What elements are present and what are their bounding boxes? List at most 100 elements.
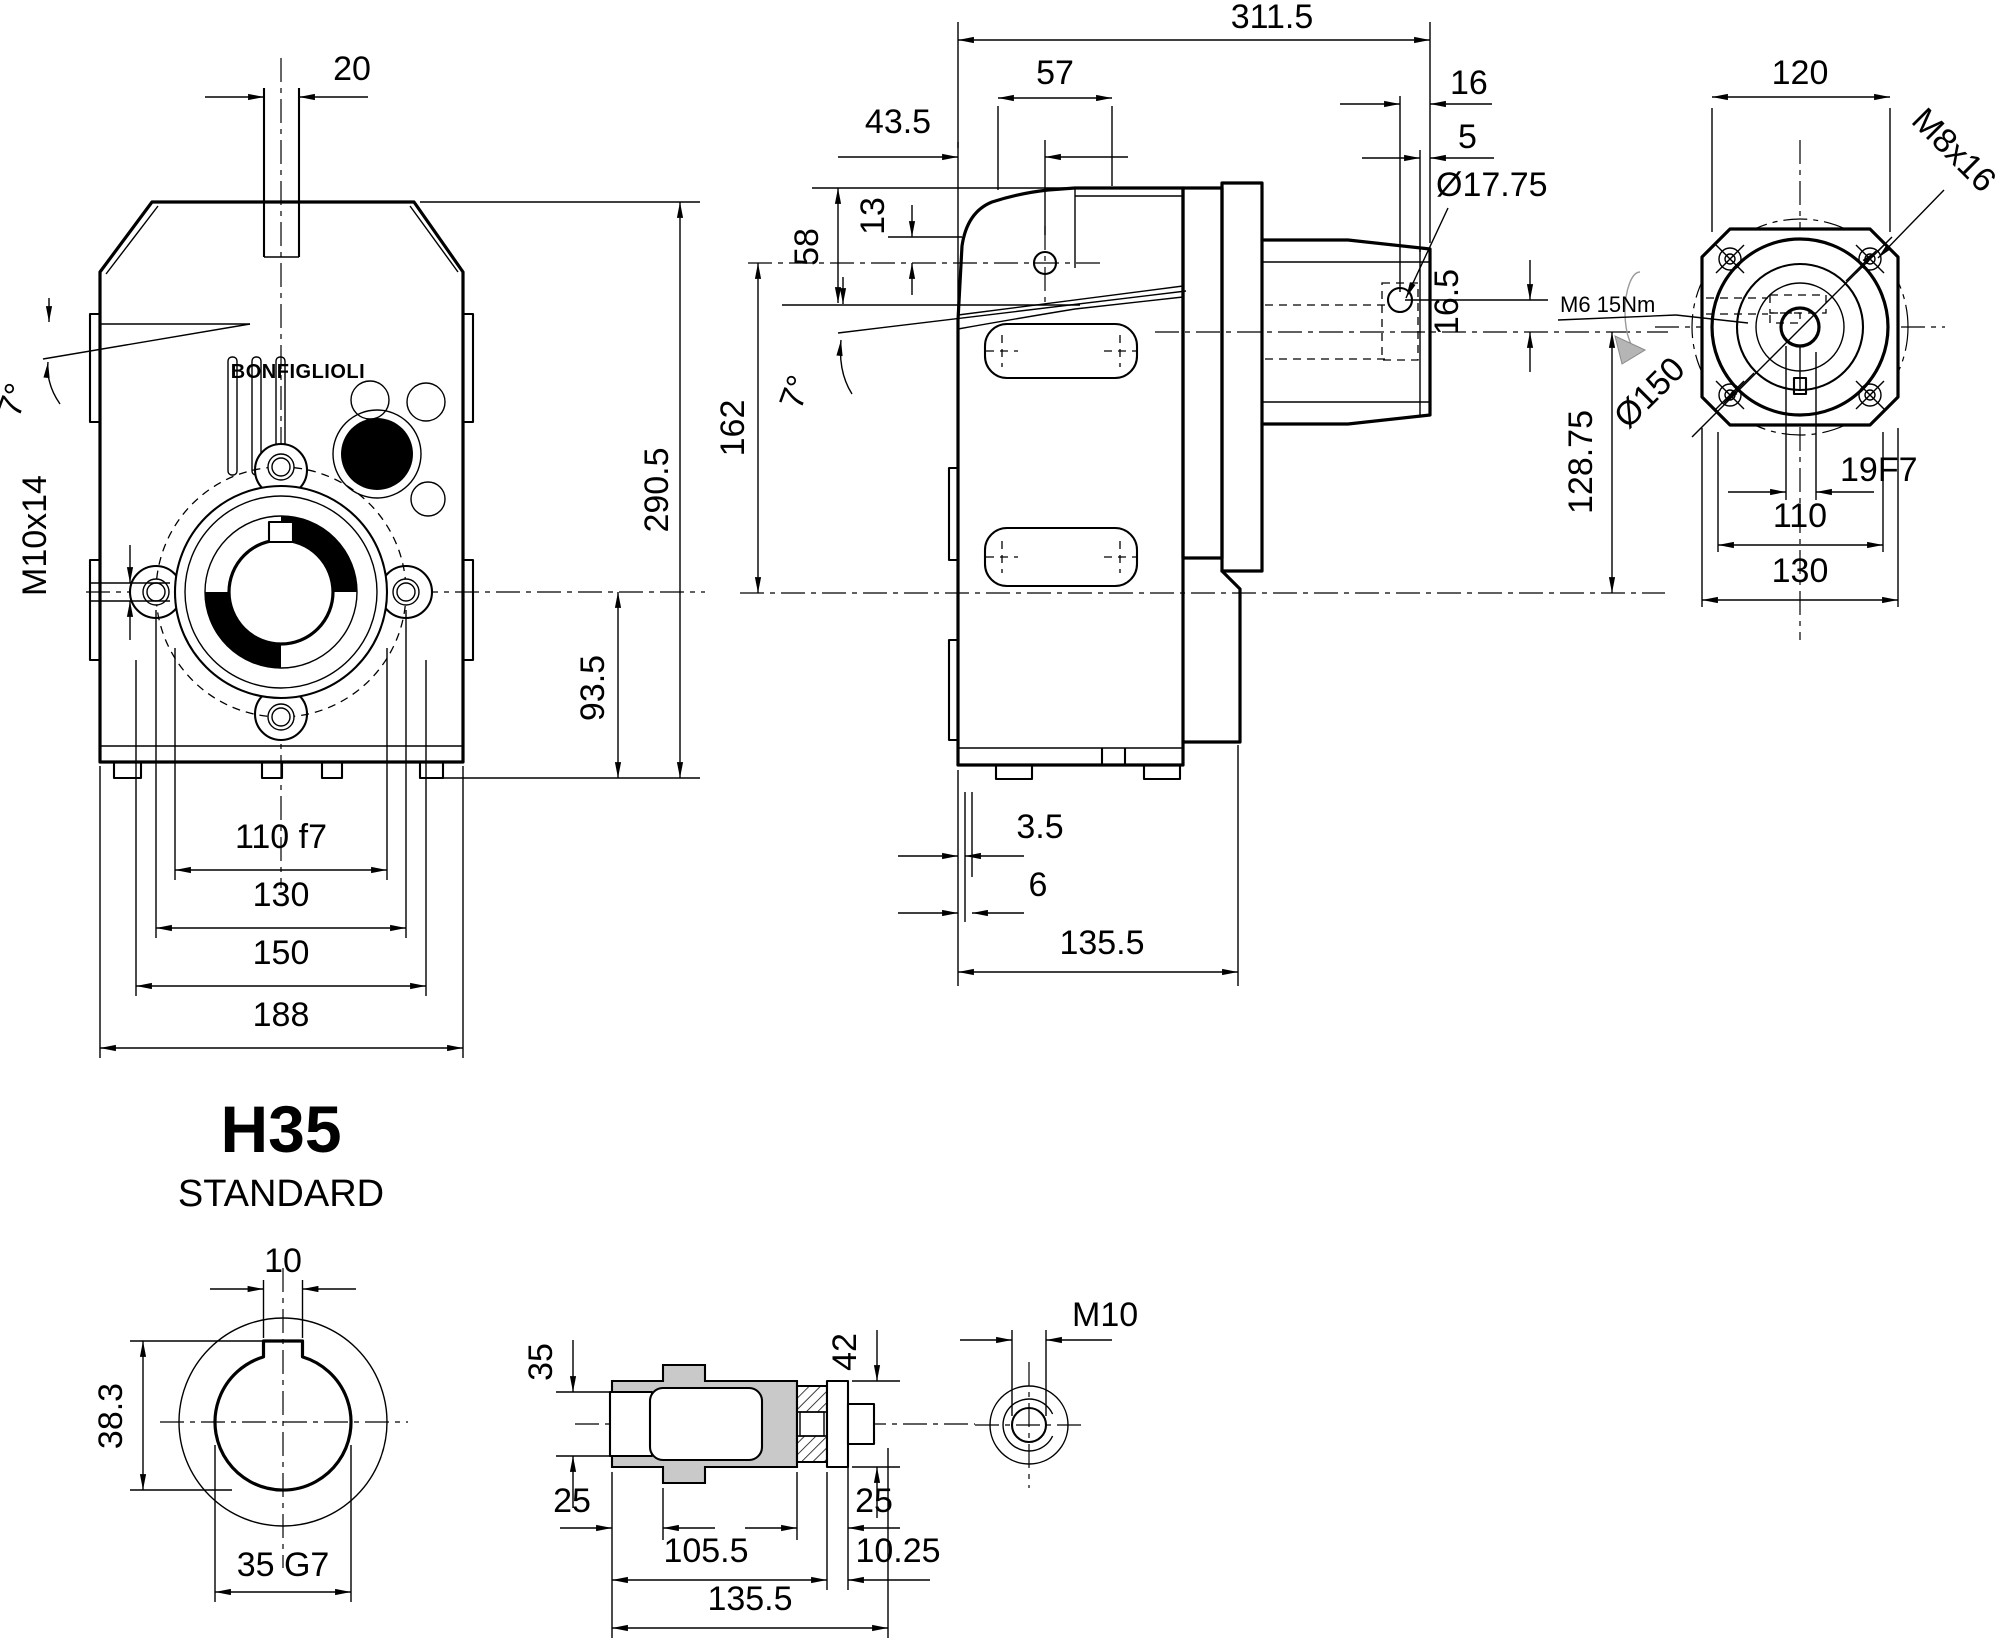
leader-line [1877,189,1945,259]
front-left-tab-upper [88,312,102,424]
flange-bolt-holes [142,453,420,731]
angle-slope-line [42,323,251,360]
leader-underline [1557,314,1677,321]
flange-circle-outer [1710,237,1890,417]
dia-arrow [1723,372,1755,404]
dim-bushing-135-5: 135.5 [707,1580,792,1618]
shaft-section-view: 10 38.3 35 G7 [92,1242,408,1602]
bolt-head [846,1402,876,1446]
front-chamfer-inner-left [105,205,159,275]
dim-side-135-5: 135.5 [1059,924,1144,962]
dim-front-spigot: 110 f7 [235,818,327,856]
dim-flange-keyway: 19F7 [1840,451,1918,489]
leader-line [1405,207,1449,299]
dim-front-angle: 7° [0,378,37,422]
dim-side-3-5: 3.5 [1016,808,1063,846]
dim-bushing-25-right: 25 [855,1482,893,1520]
shaft-quadrant-sw [205,592,281,668]
bushing-bore-step [608,1390,654,1458]
dim-front-bolt-circle: 130 [253,876,310,914]
boss-center-marks [986,335,1136,573]
bolt-shank [799,1411,825,1437]
dim-section-keyway-width: 10 [264,1242,302,1280]
dim-section-bore: 35 G7 [237,1546,330,1584]
dim-side-5: 5 [1458,118,1477,156]
dim-front-bolt-spec: M10x14 [16,475,54,596]
dim-side-16-5: 16.5 [1428,269,1466,335]
dim-side-overall-length: 311.5 [1231,0,1314,36]
dim-plug-thread: M10 [1072,1296,1138,1334]
front-foot [320,760,344,780]
leader-line [1675,314,1749,324]
washer-hatch-top [796,1385,828,1413]
side-left-tab-upper [947,466,960,562]
dim-front-axis-height: 93.5 [574,655,612,721]
flange-view: 120 M8x16 Ø150 M6 15Nm 19F7 110 130 [1557,54,2000,640]
dim-side-angle: 7° [772,370,819,414]
dim-flange-120: 120 [1772,54,1829,92]
angle-arrow [836,339,853,395]
output-flange-plate-1 [1181,186,1224,560]
side-left-tab-lower [947,638,960,742]
torque-arrow-head [1614,335,1647,365]
front-foot [418,760,445,780]
dim-side-57: 57 [1036,54,1074,92]
bearing-ring [184,495,378,689]
dim-front-overall-width: 188 [253,996,310,1034]
oil-plug [341,418,413,490]
plug-hole [406,382,446,422]
plug-hole [350,380,390,420]
output-flange-plate-2 [1220,181,1264,573]
side-foot [1142,763,1182,781]
bell-outline [1181,569,1242,744]
angle-slope-line [837,290,1187,334]
dim-flange-110: 110 [1773,497,1827,535]
key-tab [1792,376,1808,396]
dim-side-13: 13 [854,197,892,235]
dim-bushing-bore: 35 [522,1343,560,1381]
shaft-quadrant-ne [281,516,357,592]
plug-outer-circle [989,1385,1069,1465]
dim-front-flange-dia: 150 [253,934,310,972]
front-housing-outline [98,200,465,764]
variant-title: STANDARD [178,1173,384,1215]
dim-flange-screw: M8x16 [1904,101,2000,200]
front-view: BONFIGLIOLI 20 [0,50,705,1215]
bushing-cavity [648,1386,764,1462]
side-view: 311.5 57 43.5 13 58 162 7° 16 [714,0,1668,986]
oil-plug-ring [332,409,422,499]
dim-front-shaft-width: 20 [333,50,371,88]
side-housing-outline [956,186,1185,767]
bearing-boss-upper [983,322,1139,380]
bore-keyway [267,520,295,544]
keyway-dashed-small [1769,312,1801,324]
angle-arrow [43,361,61,405]
torque-arm-hole [1032,250,1058,276]
thread-circle [1002,1398,1054,1452]
front-right-tab-lower [461,558,475,662]
cooling-fin [227,356,238,476]
brand-logo: BONFIGLIOLI [231,361,365,383]
dim-bushing-10-25: 10.25 [855,1532,940,1570]
model-title: H35 [220,1092,341,1166]
end-plate [825,1379,850,1469]
bearing-boss-lower [983,526,1139,588]
plug-view: M10 [960,1296,1138,1488]
dim-flange-torque: M6 15Nm [1560,292,1655,317]
dim-side-128-75: 128.75 [1562,410,1600,514]
arm-slope-2 [957,296,1184,330]
front-foot [112,760,143,780]
dia-line [1691,236,1893,438]
pilot-circle-dashed [1691,218,1909,436]
front-foot [260,760,284,780]
front-chamfer-inner-right [409,205,459,273]
dim-side-6: 6 [1029,866,1048,904]
bore-with-keyway [213,1339,353,1492]
screw-pocket-dashed [1381,282,1419,361]
dim-flange-pilot-dia: Ø150 [1607,350,1693,436]
dim-side-16: 16 [1450,64,1488,102]
side-foot [994,763,1034,781]
shaft-outer-circle [178,1317,388,1527]
